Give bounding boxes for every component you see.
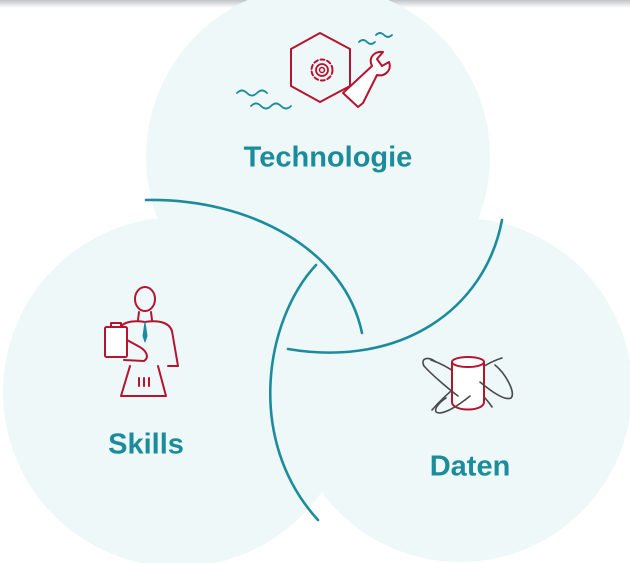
- database-orbit-icon: [422, 356, 513, 414]
- label-skills: Skills: [108, 428, 184, 461]
- label-technologie: Technologie: [243, 141, 413, 174]
- person-clipboard-icon: [104, 286, 179, 397]
- divider-arc-1: [144, 198, 364, 335]
- divider-arc-3: [286, 218, 504, 354]
- gear-wrench-icon: [236, 32, 393, 110]
- label-daten: Daten: [429, 450, 511, 483]
- divider-arc-2: [269, 263, 320, 522]
- circle-skills: [3, 217, 353, 563]
